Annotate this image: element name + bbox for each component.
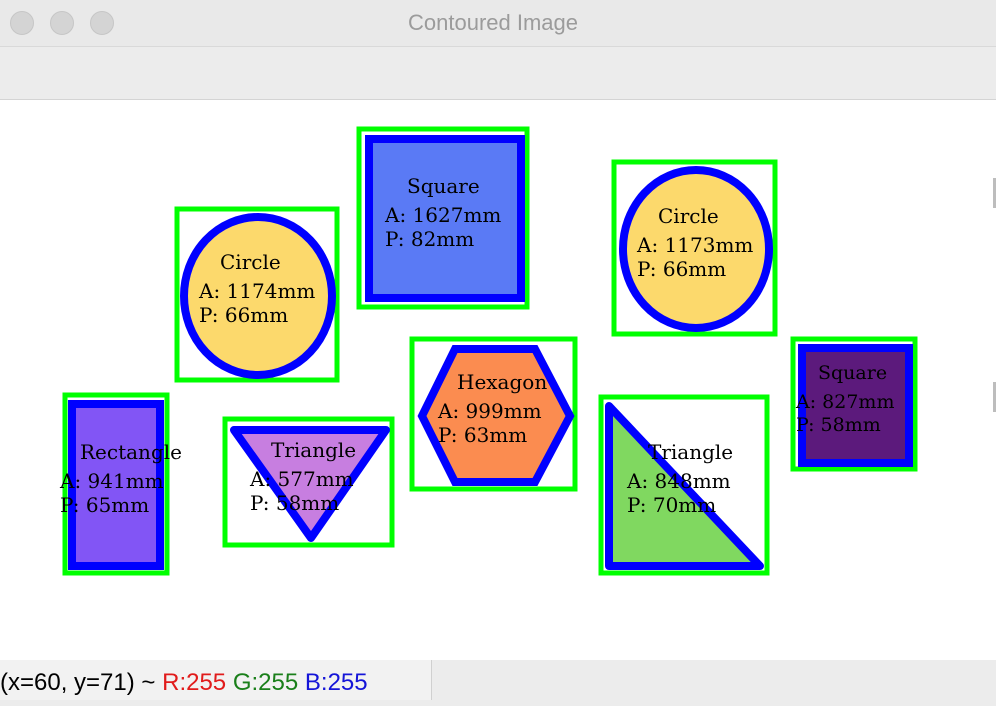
shape-perimeter: P: 66mm bbox=[637, 257, 726, 281]
shape-perimeter: P: 70mm bbox=[627, 493, 716, 517]
shape-fill bbox=[798, 344, 913, 467]
shape-square-top: Square A: 1627mm P: 82mm bbox=[356, 126, 530, 310]
pixel-red-value: R:255 bbox=[162, 669, 227, 696]
shape-name: Triangle bbox=[648, 440, 733, 464]
shape-area: A: 848mm bbox=[626, 469, 731, 493]
shape-rectangle: Rectangle A: 941mm P: 65mm bbox=[59, 392, 182, 576]
shape-area: A: 827mm bbox=[795, 391, 894, 413]
bounding-box bbox=[790, 336, 918, 472]
zoom-window-button[interactable] bbox=[90, 11, 114, 35]
shape-square-right: Square A: 827mm P: 58mm bbox=[790, 336, 918, 472]
bounding-box bbox=[222, 416, 395, 548]
shape-area: A: 941mm bbox=[59, 469, 164, 493]
shape-perimeter: P: 66mm bbox=[199, 303, 288, 327]
shape-fill bbox=[417, 345, 575, 486]
window-edge-marker bbox=[993, 178, 996, 208]
window-edge-marker bbox=[993, 382, 996, 412]
shape-name: Circle bbox=[220, 250, 281, 274]
window-title: Contoured Image bbox=[408, 10, 578, 35]
shape-name: Square bbox=[407, 174, 480, 198]
shape-area: A: 577mm bbox=[249, 467, 354, 491]
shape-area: A: 1174mm bbox=[198, 279, 315, 303]
shape-fill bbox=[605, 402, 764, 570]
shape-perimeter: P: 82mm bbox=[385, 227, 474, 251]
shape-fill bbox=[180, 213, 336, 379]
shape-name: Circle bbox=[658, 204, 719, 228]
pixel-blue-value: B:255 bbox=[304, 669, 368, 696]
bounding-box bbox=[62, 392, 170, 576]
shape-triangle-inverted: Triangle A: 577mm P: 58mm bbox=[222, 416, 395, 548]
shape-name: Rectangle bbox=[80, 440, 182, 464]
shape-perimeter: P: 58mm bbox=[250, 491, 339, 515]
bounding-box bbox=[611, 159, 778, 337]
shape-hexagon: Hexagon A: 999mm P: 63mm bbox=[409, 336, 578, 492]
shape-area: A: 1627mm bbox=[384, 203, 501, 227]
pixel-green-value: G:255 bbox=[232, 669, 299, 696]
shape-name: Triangle bbox=[271, 438, 356, 462]
shape-name: Hexagon bbox=[457, 370, 547, 394]
shape-circle-right: Circle A: 1173mm P: 66mm bbox=[611, 159, 778, 337]
shape-circle-left: Circle A: 1174mm P: 66mm bbox=[174, 206, 340, 383]
title-bar: Contoured Image bbox=[0, 0, 996, 46]
bounding-box bbox=[598, 394, 770, 576]
shape-fill bbox=[68, 400, 164, 570]
bounding-box bbox=[409, 336, 578, 492]
shape-triangle-right: Triangle A: 848mm P: 70mm bbox=[598, 394, 770, 576]
image-canvas[interactable]: Circle A: 1174mm P: 66mm Square A: 1627m… bbox=[0, 100, 996, 660]
shape-perimeter: P: 65mm bbox=[60, 493, 149, 517]
shape-fill bbox=[230, 426, 390, 542]
shape-area: A: 999mm bbox=[437, 399, 542, 423]
pixel-info: (x=60, y=71) ~ R:255 G:255 B:255 bbox=[0, 660, 432, 700]
shape-name: Square bbox=[818, 362, 887, 384]
toolbar bbox=[0, 46, 996, 100]
pixel-coords: (x=60, y=71) ~ bbox=[0, 669, 156, 696]
shape-fill bbox=[619, 166, 773, 332]
contoured-image: Circle A: 1174mm P: 66mm Square A: 1627m… bbox=[59, 126, 918, 576]
shape-fill bbox=[365, 135, 525, 302]
close-window-button[interactable] bbox=[10, 11, 34, 35]
bounding-box bbox=[356, 126, 530, 310]
shape-perimeter: P: 58mm bbox=[796, 414, 881, 436]
shape-perimeter: P: 63mm bbox=[438, 423, 527, 447]
bounding-box bbox=[174, 206, 340, 383]
minimize-window-button[interactable] bbox=[50, 11, 74, 35]
shape-area: A: 1173mm bbox=[636, 233, 753, 257]
